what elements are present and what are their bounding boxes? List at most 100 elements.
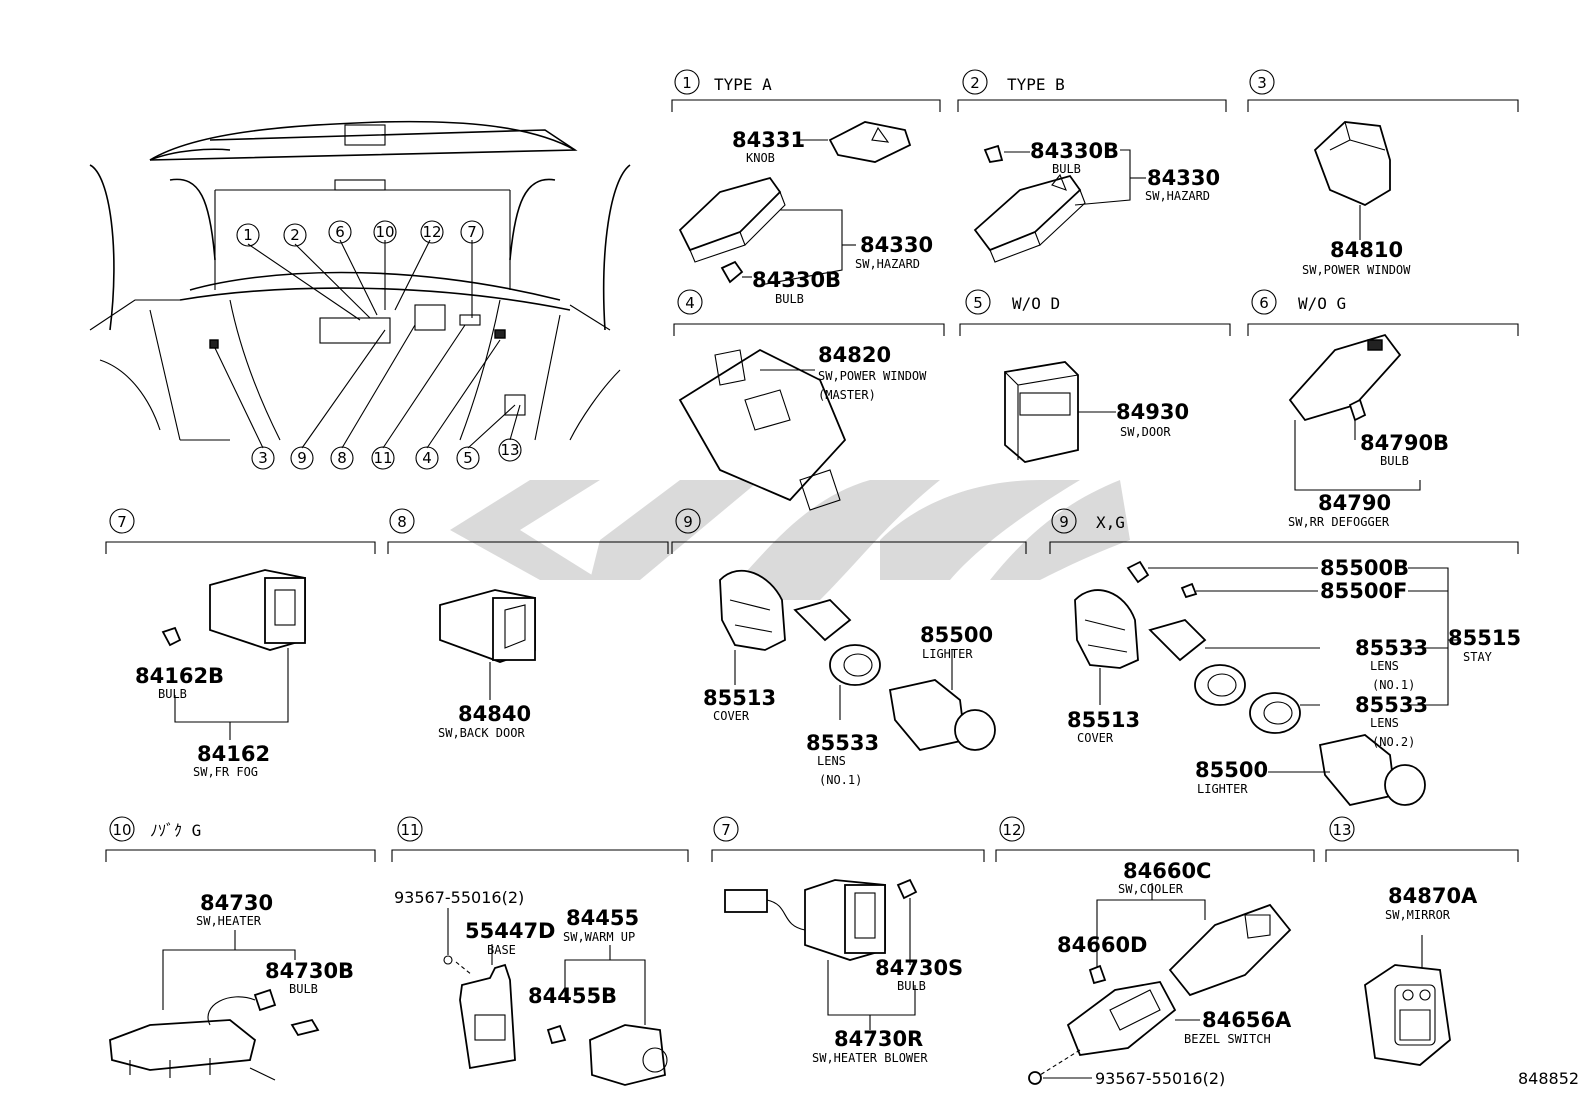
part-84730: 84730: [200, 891, 273, 915]
section-title-6: W/O G: [1298, 294, 1346, 313]
desc-84730B: BULB: [289, 982, 318, 996]
overview-callouts: 1 2 6 10 12 7 3 9 8 11 4 5 13: [236, 220, 522, 470]
part-85500-b: 85500: [1195, 758, 1268, 782]
part-84455: 84455: [566, 906, 639, 930]
part-84730B: 84730B: [265, 959, 354, 983]
desc-85533-a-no1: (NO.1): [819, 773, 862, 787]
desc-84730R: SW,HEATER BLOWER: [812, 1051, 928, 1065]
desc-84162: SW,FR FOG: [193, 765, 258, 779]
interior-overview: [89, 120, 631, 449]
section-13-parts: [1364, 935, 1451, 1066]
knob-shape: [828, 121, 912, 163]
desc-84455: SW,WARM UP: [563, 930, 635, 944]
part-84810: 84810: [1330, 238, 1403, 262]
section-num-11: 11: [400, 821, 419, 839]
section-title-2: TYPE B: [1007, 75, 1065, 94]
part-85513-a: 85513: [703, 686, 776, 710]
desc-84790B: BULB: [1380, 454, 1409, 468]
section-title-9b: X,G: [1096, 513, 1125, 532]
part-84162: 84162: [197, 742, 270, 766]
desc-84870A: SW,MIRROR: [1385, 908, 1451, 922]
section-num-10: 10: [112, 821, 131, 839]
callout-9: 9: [297, 449, 307, 467]
section-11-parts: [443, 908, 668, 1086]
section-12-parts: [1028, 883, 1292, 1085]
part-84660C: 84660C: [1123, 859, 1211, 883]
section-title-10: ﾉｿﾞｸ G: [150, 821, 201, 840]
desc-84790: SW,RR DEFOGGER: [1288, 515, 1390, 529]
part-84455B: 84455B: [528, 984, 617, 1008]
section-num-7a: 7: [117, 513, 127, 531]
part-85533-a: 85533: [806, 731, 879, 755]
part-85533-c: 85533: [1355, 693, 1428, 717]
desc-85500-a: LIGHTER: [922, 647, 973, 661]
part-85513-b: 85513: [1067, 708, 1140, 732]
section-num-9b: 9: [1059, 513, 1069, 531]
desc-84162B: BULB: [158, 687, 187, 701]
desc-85533-c: LENS: [1370, 716, 1399, 730]
part-84656A: 84656A: [1202, 1008, 1292, 1032]
part-84930: 84930: [1116, 400, 1189, 424]
desc-84820-master: (MASTER): [818, 388, 876, 402]
desc-85500-b: LIGHTER: [1197, 782, 1248, 796]
part-85515: 85515: [1448, 626, 1521, 650]
part-85500B: 85500B: [1320, 556, 1409, 580]
section-9a-parts: [719, 569, 996, 751]
part-85533-b: 85533: [1355, 636, 1428, 660]
section-5-parts: [1004, 361, 1116, 463]
section-num-9a: 9: [683, 513, 693, 531]
section-3-parts: [1313, 121, 1391, 240]
watermark-logo: [450, 480, 1130, 600]
part-84790: 84790: [1318, 491, 1391, 515]
part-84820: 84820: [818, 343, 891, 367]
callout-10: 10: [375, 223, 394, 241]
callout-1: 1: [243, 226, 253, 244]
callout-11: 11: [373, 449, 392, 467]
desc-85515: STAY: [1463, 650, 1493, 664]
section-7b-parts: [724, 878, 918, 1030]
desc-84330-a: SW,HAZARD: [855, 257, 920, 271]
part-84330B-b: 84330B: [1030, 139, 1119, 163]
part-84331: 84331: [732, 128, 805, 152]
desc-85533-a: LENS: [817, 754, 846, 768]
part-84730S: 84730S: [875, 956, 963, 980]
part-84730R: 84730R: [834, 1027, 923, 1051]
part-85500F: 85500F: [1320, 579, 1407, 603]
section-10-parts: [109, 930, 320, 1081]
part-93567-55016-b: 93567-55016(2): [1095, 1069, 1225, 1088]
section-4-parts: [678, 348, 847, 511]
section-num-3: 3: [1257, 74, 1267, 92]
callout-3: 3: [258, 449, 268, 467]
callout-2: 2: [290, 226, 300, 244]
part-84790B: 84790B: [1360, 431, 1449, 455]
desc-84810: SW,POWER WINDOW: [1302, 263, 1411, 277]
desc-84330B-b: BULB: [1052, 162, 1081, 176]
part-84330-a: 84330: [860, 233, 933, 257]
callout-4: 4: [422, 449, 432, 467]
section-title-5: W/O D: [1012, 294, 1060, 313]
desc-84820: SW,POWER WINDOW: [818, 369, 927, 383]
desc-84330B-a: BULB: [775, 292, 804, 306]
callout-13: 13: [500, 441, 519, 459]
diagram-code: 848852: [1518, 1069, 1579, 1088]
hazard-switch-shape: [678, 176, 782, 252]
desc-85533-b-no1: (NO.1): [1372, 678, 1415, 692]
desc-85513-b: COVER: [1077, 731, 1114, 745]
desc-55447D: BASE: [487, 943, 516, 957]
part-84660D: 84660D: [1057, 933, 1148, 957]
section-title-1: TYPE A: [714, 75, 772, 94]
part-85500-a: 85500: [920, 623, 993, 647]
part-84840: 84840: [458, 702, 531, 726]
section-num-6: 6: [1259, 294, 1269, 312]
part-93567-55016-a: 93567-55016(2): [394, 888, 524, 907]
section-7a-parts: [161, 569, 306, 740]
desc-84840: SW,BACK DOOR: [438, 726, 525, 740]
section-num-5: 5: [973, 294, 983, 312]
callout-5: 5: [463, 449, 473, 467]
section-1-parts: [678, 121, 912, 286]
desc-84930: SW,DOOR: [1120, 425, 1171, 439]
desc-84730: SW,HEATER: [196, 914, 262, 928]
desc-84660C: SW,COOLER: [1118, 882, 1184, 896]
desc-85513-a: COVER: [713, 709, 750, 723]
